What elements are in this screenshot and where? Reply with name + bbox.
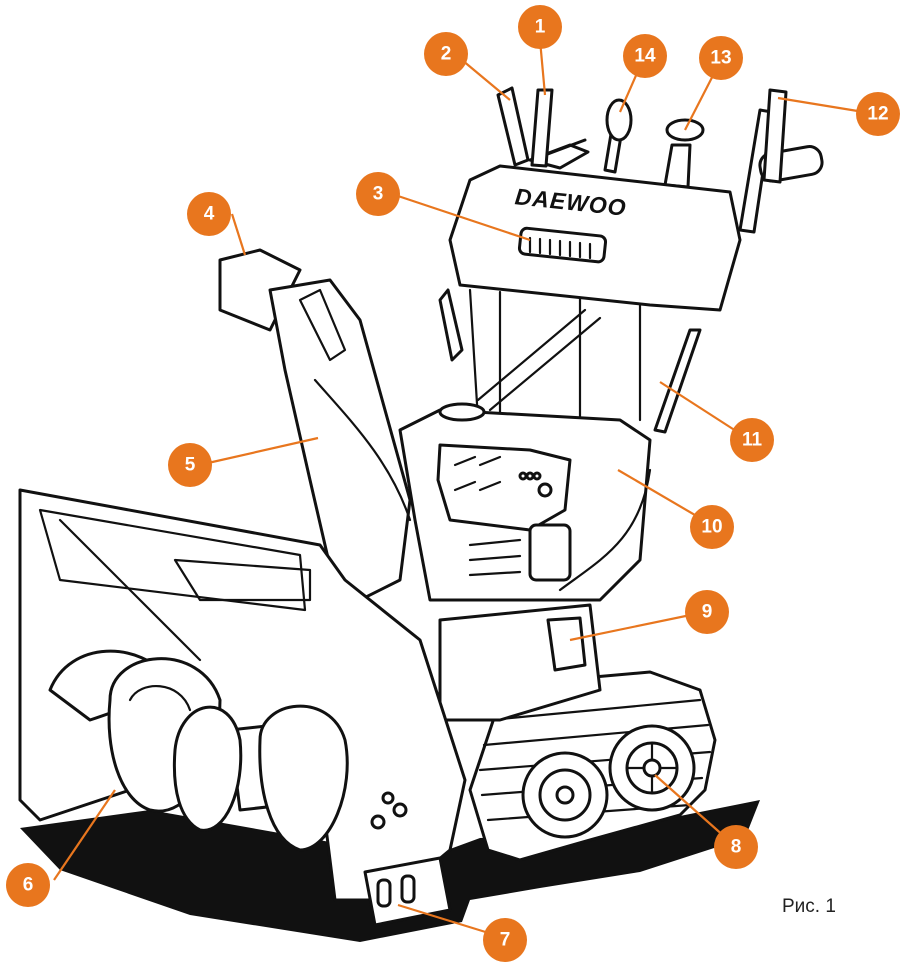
svg-text:5: 5 — [185, 455, 196, 476]
svg-text:12: 12 — [867, 104, 888, 125]
callout-11: 11 — [730, 418, 774, 462]
handle-frame — [470, 290, 640, 420]
callout-12: 12 — [856, 92, 900, 136]
front-wheel — [523, 753, 607, 837]
svg-text:6: 6 — [23, 875, 34, 896]
callout-2: 2 — [424, 32, 468, 76]
dashboard: DAEWOO — [450, 166, 740, 310]
svg-text:3: 3 — [373, 184, 384, 205]
svg-text:9: 9 — [702, 602, 713, 623]
callout-7: 7 — [483, 918, 527, 962]
svg-text:13: 13 — [710, 48, 731, 69]
svg-text:11: 11 — [742, 430, 763, 451]
svg-text:8: 8 — [731, 837, 742, 858]
svg-text:10: 10 — [701, 517, 722, 538]
callout-8: 8 — [714, 825, 758, 869]
figure-caption: Рис. 1 — [782, 896, 836, 918]
callout-1: 1 — [518, 5, 562, 49]
svg-text:4: 4 — [204, 204, 215, 225]
callout-14: 14 — [623, 34, 667, 78]
svg-text:1: 1 — [535, 17, 546, 38]
callout-13: 13 — [699, 36, 743, 80]
callout-9: 9 — [685, 590, 729, 634]
svg-text:7: 7 — [500, 930, 511, 951]
engine — [400, 404, 650, 600]
callout-10: 10 — [690, 505, 734, 549]
callout-3: 3 — [356, 172, 400, 216]
svg-text:2: 2 — [441, 44, 452, 65]
svg-text:14: 14 — [634, 46, 656, 67]
callout-4: 4 — [187, 192, 231, 236]
callout-5: 5 — [168, 443, 212, 487]
callout-6: 6 — [6, 863, 50, 907]
